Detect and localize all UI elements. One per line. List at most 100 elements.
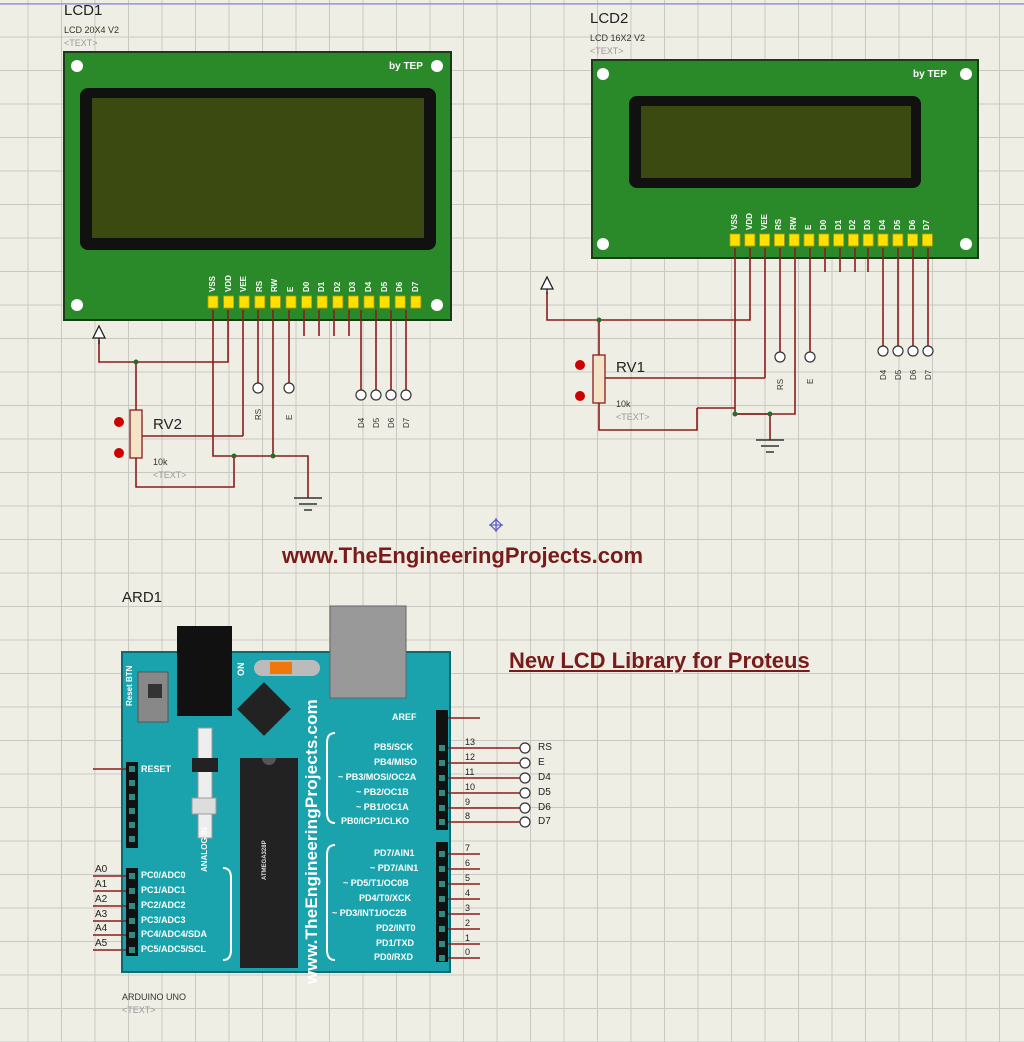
lcd1-pin-label: D7 xyxy=(410,281,420,292)
lcd1-pin-label: E xyxy=(286,286,295,292)
lcd2-pin-label: D0 xyxy=(818,219,828,230)
digital-pin-label: PD4/T0/XCK xyxy=(359,893,412,903)
rv1-potentiometer[interactable] xyxy=(575,354,617,404)
lcd2-node-label: RS xyxy=(776,378,785,390)
lcd2-pin xyxy=(729,233,741,247)
lcd2-node-label: D5 xyxy=(894,369,903,380)
lcd1-pin-label: D0 xyxy=(301,281,311,292)
lcd2-pin xyxy=(759,233,770,247)
lcd2-module[interactable] xyxy=(591,59,979,259)
lcd2-pin-label: D6 xyxy=(907,219,917,230)
digital-pin-label: PB4/MISO xyxy=(374,757,418,767)
lcd2-pin xyxy=(744,233,756,247)
arduino-board[interactable] xyxy=(121,605,451,973)
power-terminal-icon xyxy=(539,275,555,294)
analog-label: A2 xyxy=(95,894,108,905)
lcd2-pin-header xyxy=(729,233,933,247)
lcd2-pin-label: VDD xyxy=(744,213,754,230)
lcd2-pin-label: D2 xyxy=(848,219,858,230)
analog-pin-label: PC4/ADC4/SDA xyxy=(141,929,208,939)
rv2-potentiometer[interactable] xyxy=(114,409,153,459)
lcd1-pin-label: D1 xyxy=(317,281,327,292)
lcd1-pin xyxy=(347,295,359,309)
digital-pin-label: PB0/ICP1/CLKO xyxy=(341,816,410,826)
rv1-ref: RV1 xyxy=(616,359,645,376)
lcd1-pin xyxy=(285,295,297,309)
analog-label: A5 xyxy=(95,938,108,949)
pin-number: 13 xyxy=(465,737,476,747)
lcd1-brand: by TEP xyxy=(389,61,423,72)
arduino-wires xyxy=(93,717,480,770)
analog-in-label: ANALOG IN xyxy=(200,827,209,872)
pin-number: 11 xyxy=(465,767,475,777)
lcd2-brand: by TEP xyxy=(913,69,947,80)
lcd1-pin xyxy=(254,295,266,309)
lcd2-node-label: D4 xyxy=(879,369,888,380)
lcd2-node-label: E xyxy=(806,378,815,384)
lcd2-terminals xyxy=(774,345,934,363)
lcd2-pin xyxy=(892,233,904,247)
analog-pin-label: PC3/ADC3 xyxy=(141,915,186,925)
lcd2-pin xyxy=(833,233,844,247)
rv1-text-placeholder: <TEXT> xyxy=(616,412,650,422)
arduino-terminal xyxy=(519,757,531,769)
ground-icon xyxy=(756,439,784,453)
lcd2-pin-label: RW xyxy=(789,216,799,230)
lcd2-pin xyxy=(774,233,785,247)
lcd1-wires xyxy=(98,310,407,498)
lcd2-pin-label: RS xyxy=(774,218,784,230)
lcd2-pin xyxy=(803,233,815,247)
lcd2-node-label: D7 xyxy=(924,369,933,380)
digital-pin-label: PB5/SCK xyxy=(374,742,414,752)
lcd2-pin-label: VEE xyxy=(759,213,769,230)
digital-pin-label: PD2/INT0 xyxy=(376,923,416,933)
reset-label: RESET xyxy=(141,764,172,774)
digital-pin-label: ~ PD5/T1/OC0B xyxy=(343,878,409,888)
analog-pin-label: PC1/ADC1 xyxy=(141,885,186,895)
arduino-terminal xyxy=(519,816,531,828)
lcd2-pin xyxy=(922,233,933,247)
digital-pin-label: PD1/TXD xyxy=(376,938,415,948)
pin-number: 12 xyxy=(465,752,476,762)
lcd1-pin-label: RS xyxy=(254,280,264,292)
digital-pin-label: PD7/AIN1 xyxy=(374,848,415,858)
pin-number: 1 xyxy=(465,933,471,943)
lcd1-pin xyxy=(410,295,422,309)
pin-number: 4 xyxy=(465,888,471,898)
lcd1-terminals xyxy=(252,382,412,401)
digital-pin-label: ~ PD3/INT1/OC2B xyxy=(332,908,407,918)
lcd1-pin xyxy=(301,295,313,309)
board-url: www.TheEngineeringProjects.com xyxy=(302,699,321,984)
terminal-label: D5 xyxy=(538,787,551,798)
lcd1-node-label: D6 xyxy=(387,417,396,428)
lcd1-pin-label: VSS xyxy=(208,275,217,292)
lcd2-pin-label: D5 xyxy=(892,219,902,230)
arduino-text-placeholder: <TEXT> xyxy=(122,1005,156,1015)
lcd1-pin xyxy=(332,295,344,309)
lcd1-pin-label: RW xyxy=(270,278,280,292)
terminal-label: D7 xyxy=(538,816,551,827)
lcd2-pin xyxy=(877,233,889,247)
lcd1-pin-label: D2 xyxy=(332,281,342,292)
lcd2-wires xyxy=(546,248,929,440)
lcd2-pin-label: D7 xyxy=(922,219,932,230)
arduino-terminal xyxy=(519,787,531,799)
lcd1-pin xyxy=(223,295,235,309)
pin-number: 8 xyxy=(465,811,471,821)
diagram-title: New LCD Library for Proteus xyxy=(509,648,810,673)
pin-number: 3 xyxy=(465,903,471,913)
lcd1-node-label: RS xyxy=(254,408,263,420)
chip-text: ATMEGA328P xyxy=(262,840,268,880)
lcd1-module[interactable] xyxy=(63,51,452,321)
lcd2-pin-label: E xyxy=(804,224,813,230)
lcd2-pin xyxy=(818,233,830,247)
on-led-label: ON xyxy=(236,662,246,677)
arduino-terminal xyxy=(519,802,531,814)
terminal-label: E xyxy=(538,757,545,768)
digital-pin-label: PD0/RXD xyxy=(374,952,414,962)
lcd2-pin-label: D4 xyxy=(878,219,887,230)
lcd1-model: LCD 20X4 V2 xyxy=(64,25,120,35)
lcd1-pin xyxy=(316,295,328,309)
